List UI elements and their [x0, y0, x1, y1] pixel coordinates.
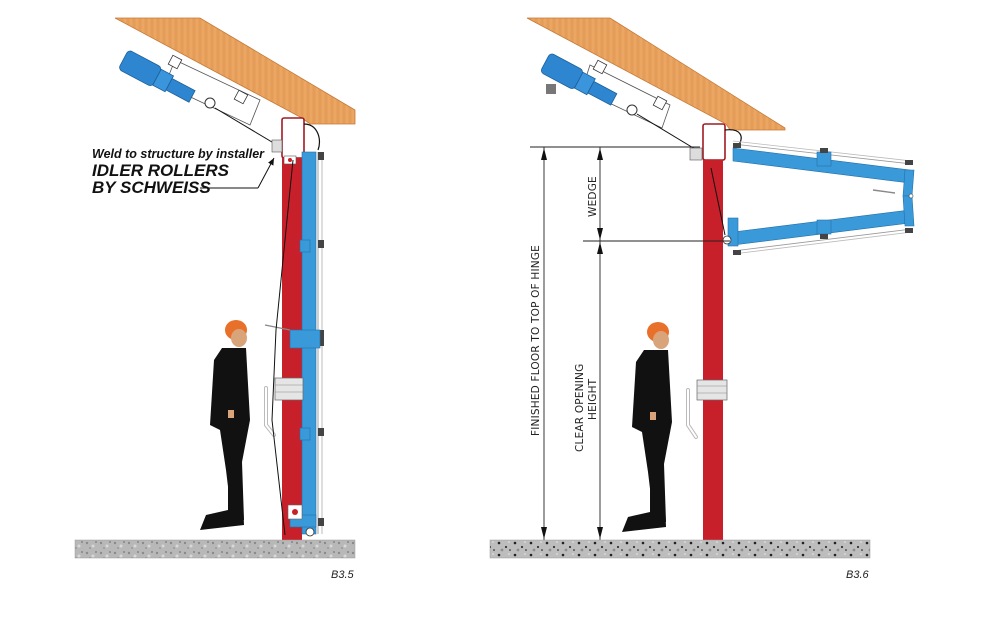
drive-sprocket [626, 104, 638, 116]
door-leaf-lower-open [722, 195, 915, 255]
callout-by-schweiss: BY SCHWEISS [92, 178, 211, 197]
dim-clear-opening-line2: HEIGHT [587, 378, 599, 420]
door-leaf-upper-open [732, 140, 915, 197]
callout-weld-text: Weld to structure by installer [92, 147, 265, 161]
person-figure [622, 322, 672, 532]
figure-b3-5: Weld to structure by installer IDLER ROL… [74, 17, 356, 581]
floor-slab [74, 539, 356, 559]
cable [271, 159, 294, 536]
drive-sprocket [204, 97, 216, 109]
dimension-lines [530, 146, 730, 540]
callout-idler-rollers: IDLER ROLLERS [92, 161, 230, 180]
dim-overall-label: FINISHED FLOOR TO TOP OF HINGE [530, 245, 542, 436]
person-figure [200, 320, 250, 530]
dim-clear-opening-line1: CLEAR OPENING [574, 364, 586, 452]
idler-roller [271, 139, 283, 153]
floor-slab [489, 539, 871, 559]
dim-wedge-label: WEDGE [587, 176, 599, 217]
steel-post [703, 160, 723, 542]
hinge-box [702, 123, 726, 161]
hinge-box [281, 117, 305, 159]
roof-beam [526, 17, 786, 131]
hinge-plate [696, 379, 728, 401]
figure-b3-6: FINISHED FLOOR TO TOP OF HINGE WEDGE CLE… [489, 17, 915, 581]
steel-post [282, 158, 302, 540]
dimension-arrows [541, 148, 603, 539]
drive-motor [119, 50, 196, 103]
door-latches [289, 152, 324, 528]
drive-motor [540, 53, 618, 106]
figure-label-b3-5: B3.5 [331, 569, 355, 581]
hinge-plate [274, 377, 304, 401]
figure-label-b3-6: B3.6 [846, 569, 870, 581]
